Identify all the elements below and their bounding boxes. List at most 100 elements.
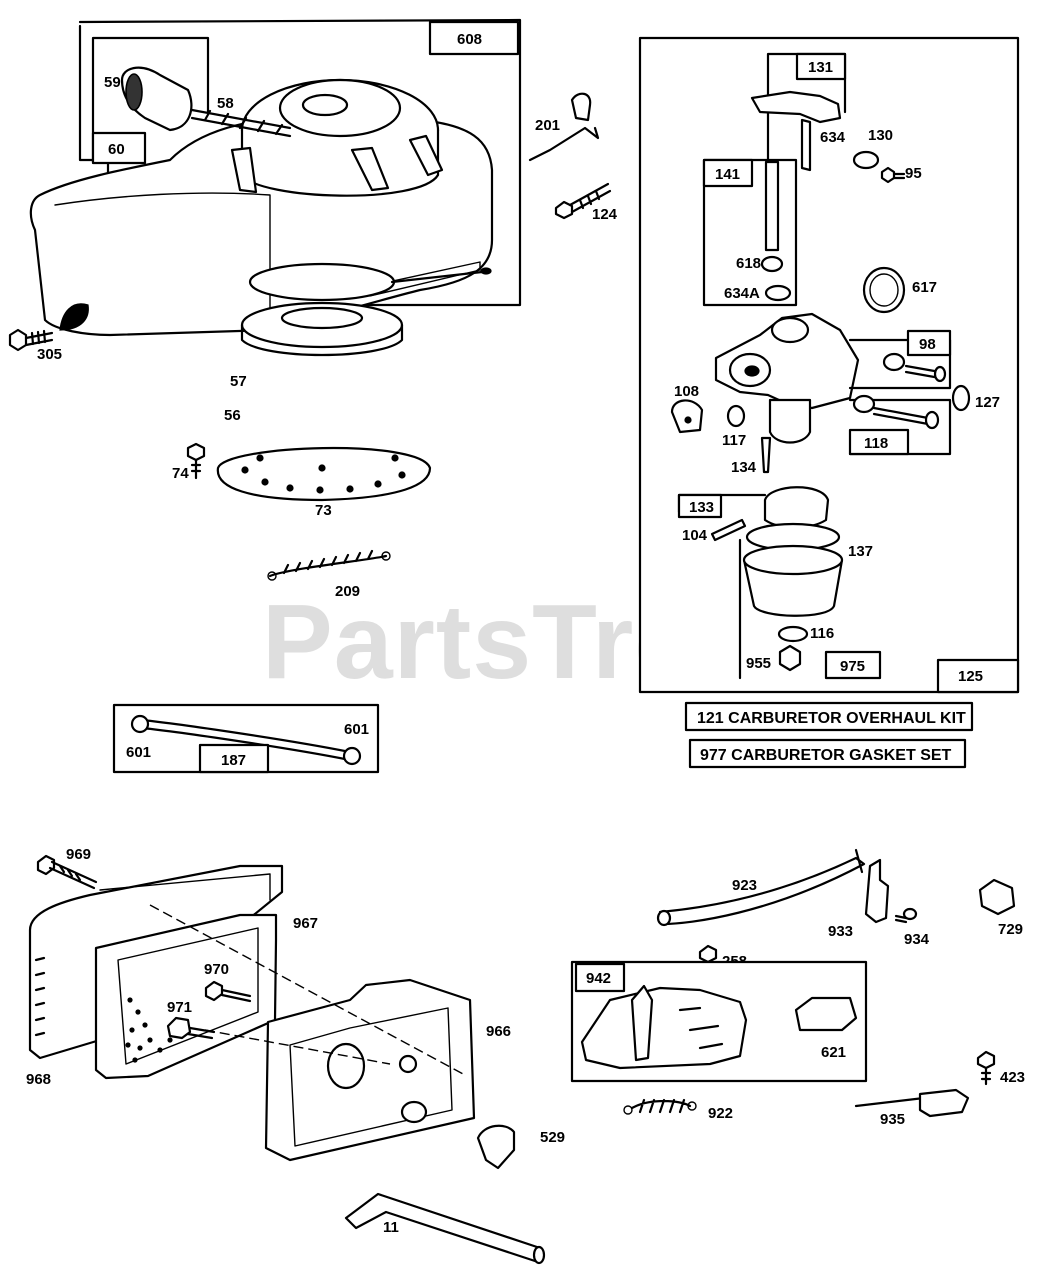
callout-634: 634 bbox=[820, 129, 846, 146]
pulley-hub bbox=[280, 306, 364, 330]
starter-leg bbox=[350, 146, 390, 192]
air-cleaner-group: 969 967 966 968 970 bbox=[26, 846, 565, 1265]
link-hook bbox=[854, 848, 864, 874]
lever-935-rod bbox=[854, 1096, 926, 1108]
label-60: 60 bbox=[108, 141, 125, 158]
screw-971 bbox=[166, 1016, 216, 1040]
oring-inner bbox=[869, 273, 899, 307]
box-60 bbox=[91, 131, 147, 165]
governor-spring-209 bbox=[268, 549, 388, 578]
cover-opening bbox=[326, 1042, 366, 1090]
label-125: 125 bbox=[958, 668, 983, 685]
screw-970 bbox=[204, 980, 252, 1003]
screw-95 bbox=[880, 166, 906, 184]
tube-11 bbox=[344, 1192, 542, 1264]
callout-601-left: 601 bbox=[126, 744, 151, 761]
pin-104 bbox=[710, 518, 747, 542]
hose-clamp bbox=[130, 714, 150, 734]
box-131 bbox=[795, 52, 847, 81]
housing-tab bbox=[59, 303, 89, 331]
box-133 bbox=[677, 493, 723, 519]
cover-panel bbox=[289, 1007, 453, 1147]
governor-group: 923 933 934 729 258 942 621 423 922 bbox=[570, 848, 1025, 1128]
control-621 bbox=[794, 996, 858, 1032]
spring-hook bbox=[267, 571, 277, 581]
bowl-rim bbox=[742, 544, 844, 576]
callout-108: 108 bbox=[674, 383, 699, 400]
callout-124: 124 bbox=[592, 206, 618, 223]
gasket-hole bbox=[684, 416, 692, 424]
label-118: 118 bbox=[864, 435, 888, 452]
label-133: 133 bbox=[689, 499, 714, 516]
mixture-screw bbox=[852, 394, 940, 430]
starter-leg bbox=[230, 146, 258, 194]
cover-knob bbox=[400, 1100, 428, 1124]
box-98 bbox=[906, 329, 952, 357]
callout-201: 201 bbox=[535, 117, 560, 134]
washer-116 bbox=[777, 625, 809, 643]
spring-end bbox=[390, 270, 484, 284]
oring-127 bbox=[951, 384, 971, 412]
link-201 bbox=[528, 126, 600, 162]
screw-74 bbox=[186, 442, 206, 480]
throttle-pin bbox=[800, 118, 812, 172]
callout-11: 11 bbox=[383, 1219, 399, 1236]
callout-73: 73 bbox=[315, 502, 332, 519]
callout-970: 970 bbox=[204, 961, 229, 978]
callout-130: 130 bbox=[868, 127, 893, 144]
callout-935: 935 bbox=[880, 1111, 905, 1128]
handle-insert bbox=[125, 73, 143, 111]
throttle-plate bbox=[852, 150, 880, 170]
screw-969 bbox=[36, 854, 98, 890]
callout-923: 923 bbox=[732, 877, 757, 894]
assembly-line bbox=[204, 1029, 391, 1065]
callout-56: 56 bbox=[224, 407, 241, 424]
callout-618: 618 bbox=[736, 255, 761, 272]
screw-934 bbox=[894, 907, 918, 924]
callout-59: 59 bbox=[104, 74, 121, 91]
kit-labels: 121 CARBURETOR OVERHAUL KIT 977 CARBURET… bbox=[684, 701, 974, 769]
callout-116: 116 bbox=[810, 625, 834, 642]
cover-boss bbox=[398, 1054, 418, 1074]
callout-104: 104 bbox=[682, 527, 708, 544]
carb-bowl-stem bbox=[768, 398, 812, 444]
nut-955 bbox=[778, 644, 802, 672]
callout-117: 117 bbox=[722, 432, 746, 449]
base-slots bbox=[34, 956, 46, 1037]
label-98: 98 bbox=[919, 336, 936, 353]
frame-141 bbox=[702, 158, 798, 307]
fuel-line bbox=[140, 718, 352, 762]
tube-end bbox=[532, 1245, 546, 1265]
lever-935 bbox=[918, 1088, 970, 1118]
box-125 bbox=[936, 658, 1020, 694]
spring-618 bbox=[760, 255, 784, 273]
screw-305 bbox=[8, 328, 54, 352]
screw-124 bbox=[554, 182, 612, 220]
callout-966: 966 bbox=[486, 1023, 511, 1040]
spring-hook bbox=[623, 1105, 633, 1115]
callout-134: 134 bbox=[731, 459, 757, 476]
callout-529: 529 bbox=[540, 1129, 565, 1146]
box-608 bbox=[428, 20, 520, 56]
box-942 bbox=[574, 962, 626, 993]
callout-209: 209 bbox=[335, 583, 360, 600]
callout-74: 74 bbox=[172, 465, 189, 482]
float-bowl bbox=[742, 558, 844, 617]
callout-617: 617 bbox=[912, 279, 937, 296]
throttle-shaft bbox=[750, 90, 842, 124]
callout-934: 934 bbox=[904, 931, 930, 948]
kit-overhaul-box bbox=[684, 701, 974, 732]
callout-423: 423 bbox=[1000, 1069, 1025, 1086]
callout-621: 621 bbox=[821, 1044, 846, 1061]
carb-top bbox=[770, 316, 810, 344]
starter-hub bbox=[301, 93, 349, 117]
base-flange bbox=[99, 873, 271, 901]
frame-60 bbox=[91, 36, 210, 164]
housing-seam bbox=[54, 192, 271, 331]
hose-clamp bbox=[342, 746, 362, 766]
callout-137: 137 bbox=[848, 543, 873, 560]
idle-screw bbox=[882, 352, 947, 383]
spring-hook bbox=[687, 1101, 697, 1111]
